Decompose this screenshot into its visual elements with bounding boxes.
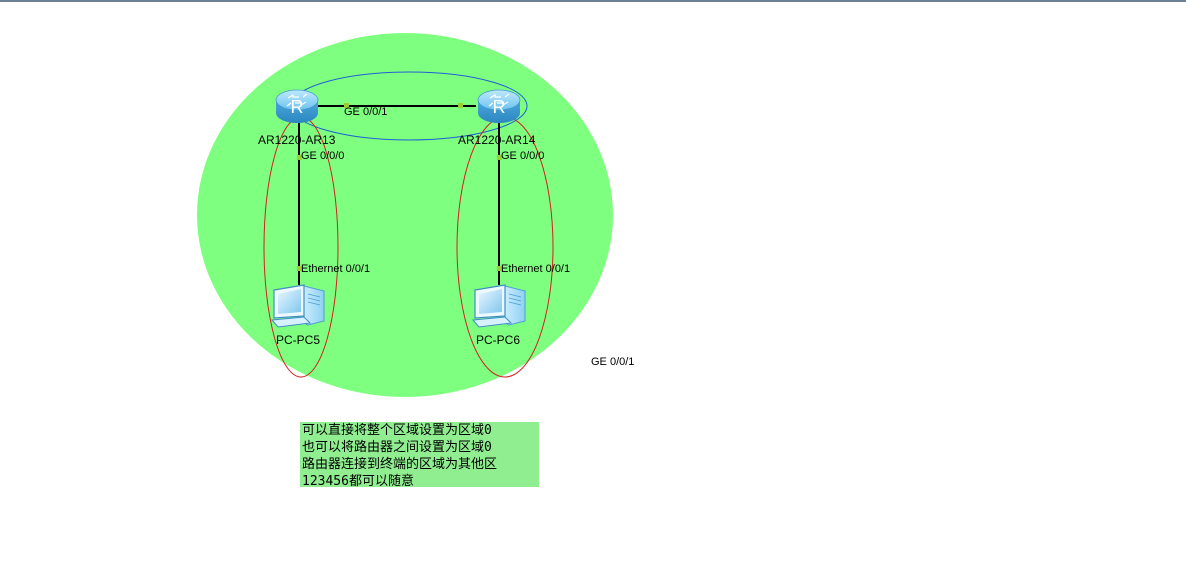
router-ar14-label: AR1220-AR14: [458, 133, 536, 147]
port-dot: [297, 266, 302, 271]
router-glyph: R: [291, 97, 304, 117]
pc-pc5-label: PC-PC5: [276, 333, 321, 347]
port-label-pc5-eth: Ethernet 0/0/1: [301, 263, 371, 275]
port-dot: [458, 103, 463, 108]
port-dot: [497, 266, 502, 271]
note-line: 也可以将路由器之间设置为区域0: [302, 440, 492, 455]
window-top-border: [0, 0, 1186, 2]
pc-pc5[interactable]: [271, 284, 325, 328]
port-label-router-link: GE 0/0/1: [344, 106, 388, 118]
pc-pc6-label: PC-PC6: [476, 333, 521, 347]
note-line: 可以直接将整个区域设置为区域0: [302, 423, 492, 438]
port-label-ar14-ge000: GE 0/0/0: [501, 150, 545, 162]
port-dot: [297, 155, 302, 160]
port-dot: [497, 155, 502, 160]
note-line: 路由器连接到终端的区域为其他区: [302, 457, 498, 472]
router-ar13-label: AR1220-AR13: [258, 133, 336, 147]
port-label-pc6-eth: Ethernet 0/0/1: [501, 263, 571, 275]
port-label-ar13-ge000: GE 0/0/0: [301, 150, 345, 162]
pc-pc6[interactable]: [472, 284, 526, 328]
port-label-stray: GE 0/0/1: [591, 356, 635, 368]
router-glyph: R: [493, 97, 506, 117]
text-note[interactable]: 可以直接将整个区域设置为区域0 也可以将路由器之间设置为区域0 路由器连接到终端…: [300, 422, 539, 489]
port-dot: [344, 103, 349, 108]
router-ar14[interactable]: R: [477, 89, 521, 124]
router-ar13[interactable]: R: [275, 89, 319, 124]
note-line: 123456都可以随意: [302, 474, 414, 489]
ospf-area-ellipse: [197, 33, 613, 397]
